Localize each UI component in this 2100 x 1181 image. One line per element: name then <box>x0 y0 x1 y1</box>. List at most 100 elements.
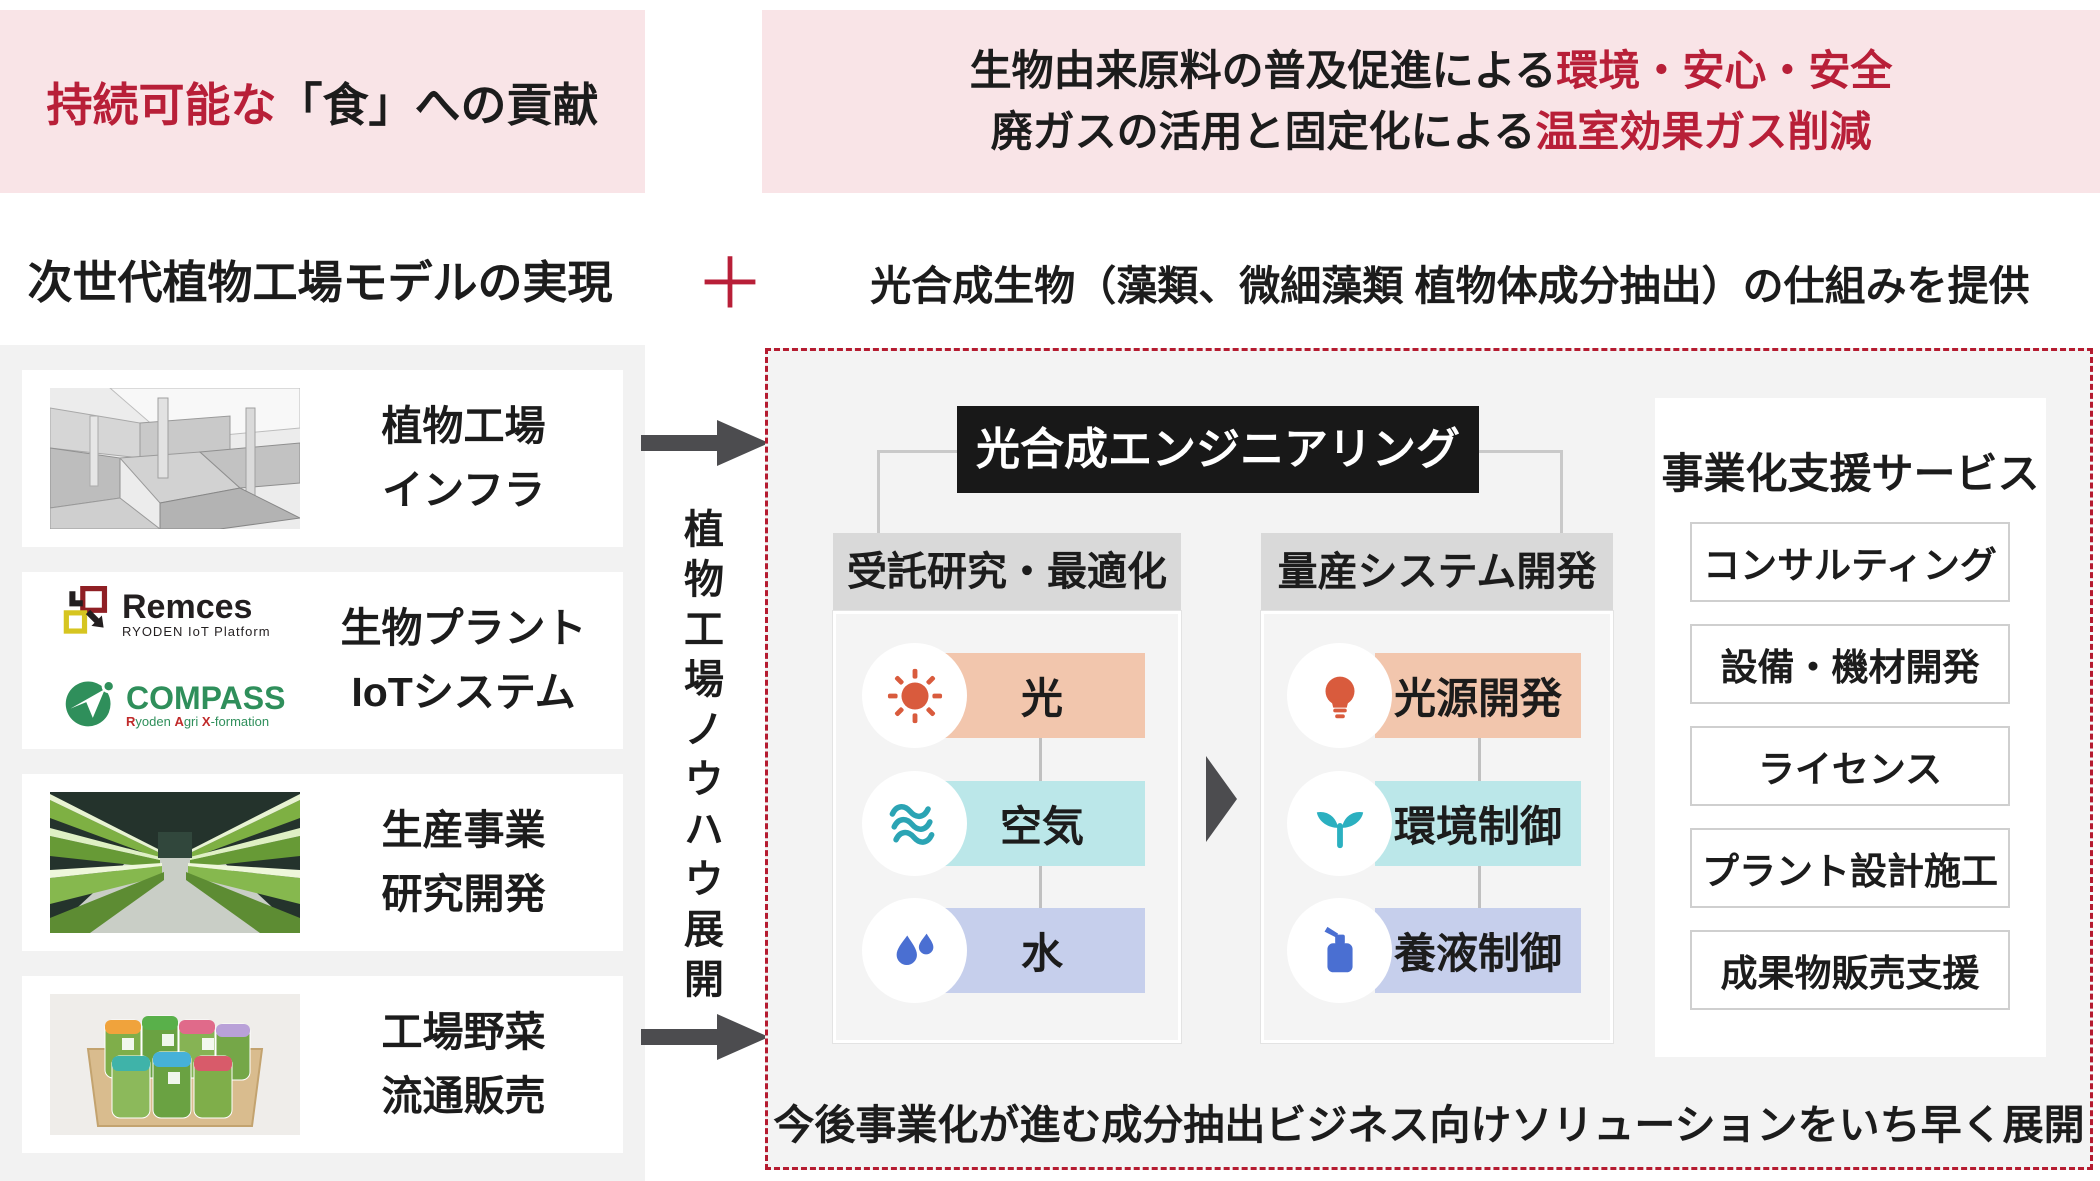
compass-logo: COMPASS Ryoden Agri X-formation <box>62 675 312 736</box>
banner-line1: 生物由来原料の普及促進による環境・安心・安全 <box>970 48 1893 94</box>
compass-wordmark: COMPASS <box>126 680 286 716</box>
environment-label: 環境制御 <box>1393 803 1562 850</box>
water-item-row: 水 <box>862 898 1152 1003</box>
compass-text: COMPASS Ryoden Agri X-formation <box>126 682 285 729</box>
mass-production-header: 量産システム開発 <box>1261 533 1613 611</box>
plant-factory-business-panel: 植物工場 インフラ Re <box>0 345 645 1181</box>
remces-text: Remces RYODEN IoT Platform <box>122 590 271 639</box>
remces-wordmark: Remces <box>122 588 253 626</box>
remces-subtitle: RYODEN IoT Platform <box>122 624 271 639</box>
nutrient-bottle-icon <box>1287 898 1392 1003</box>
iot-logos: Remces RYODEN IoT Platform COMPASS <box>62 586 312 736</box>
contract-research-body: 光 <box>833 611 1181 1043</box>
card-infrastructure-label: 植物工場 インフラ <box>312 370 615 547</box>
item-connector <box>1478 864 1481 912</box>
item-connector <box>1039 736 1042 784</box>
plant-factory-render-image <box>50 388 300 529</box>
card-infrastructure: 植物工場 インフラ <box>22 370 623 547</box>
light-bar: 光 <box>939 653 1145 738</box>
contract-research-header: 受託研究・最適化 <box>833 533 1181 611</box>
light-source-item-row: 光源開発 <box>1287 643 1587 748</box>
water-drops-icon <box>862 898 967 1003</box>
photosynthesis-scheme-title: 光合成生物（藻類、微細藻類 植物体成分抽出）の仕組みを提供 <box>870 263 2030 309</box>
bio-materials-banner: 生物由来原料の普及促進による環境・安心・安全 廃ガスの活用と固定化による温室効果… <box>762 10 2100 193</box>
light-source-bar: 光源開発 <box>1375 653 1581 738</box>
connector-left-horizontal <box>877 450 957 453</box>
banner-rest: 「食」への貢献 <box>276 78 599 131</box>
scope-footnote: 今後事業化が進む成分抽出ビジネス向けソリューションをいち早く展開 <box>773 1102 2085 1148</box>
banner-line1-black: 生物由来原料の普及促進による <box>969 47 1557 95</box>
light-bulb-icon <box>1287 643 1392 748</box>
nutrient-item-row: 養液制御 <box>1287 898 1587 1003</box>
banner-line2-red: 温室効果ガス削減 <box>1535 107 1872 155</box>
card2-line2: IoTシステム <box>351 668 576 715</box>
service-consulting: コンサルティング <box>1690 522 2010 602</box>
compass-sub-r: R <box>126 714 136 729</box>
compass-subtitle: Ryoden Agri X-formation <box>126 714 285 729</box>
environment-bar: 環境制御 <box>1375 781 1581 866</box>
compass-logo-mark-icon <box>62 675 118 736</box>
knowhow-vertical-label: 植物工場ノウハウ展開 <box>678 508 722 1008</box>
card-production-rnd-label: 生産事業 研究開発 <box>312 774 615 951</box>
nutrient-bar: 養液制御 <box>1375 908 1581 993</box>
water-bar: 水 <box>939 908 1145 993</box>
compass-sub-yoden: yoden <box>135 714 175 729</box>
card-production-rnd: 生産事業 研究開発 <box>22 774 623 951</box>
card-vegetable-sales: 工場野菜 流通販売 <box>22 976 623 1153</box>
air-item-row: 空気 <box>862 771 1152 876</box>
card3-line2: 研究開発 <box>381 870 546 917</box>
light-label: 光 <box>1020 675 1063 722</box>
light-item-row: 光 <box>862 643 1152 748</box>
sustainable-food-banner: 持続可能な「食」への貢献 <box>0 10 645 193</box>
service-product-sales: 成果物販売支援 <box>1690 930 2010 1010</box>
business-support-panel: 事業化支援サービス コンサルティング 設備・機材開発 ライセンス プラント設計施… <box>1655 398 2046 1057</box>
photosynthesis-scope-box: 光合成エンジニアリング 受託研究・最適化 光 <box>765 348 2093 1170</box>
banner-line1-red: 環境・安心・安全 <box>1556 47 1893 95</box>
knowhow-arrow-bottom-icon <box>641 1014 769 1065</box>
next-gen-plant-factory-title: 次世代植物工場モデルの実現 <box>27 257 613 308</box>
light-source-label: 光源開発 <box>1393 675 1562 722</box>
nutrient-label: 養液制御 <box>1393 930 1562 977</box>
compass-sub-formation: -formation <box>210 714 270 729</box>
card3-line1: 生産事業 <box>381 806 546 853</box>
item-connector <box>1478 736 1481 784</box>
card4-line1: 工場野菜 <box>381 1008 546 1055</box>
air-waves-icon <box>862 771 967 876</box>
flow-arrow-icon <box>1206 756 1237 842</box>
service-license: ライセンス <box>1690 726 2010 806</box>
banner-highlight: 持続可能な <box>46 78 277 131</box>
knowhow-arrow-top-icon <box>641 420 769 471</box>
sprout-icon <box>1287 771 1392 876</box>
banner-line2-black: 廃ガスの活用と固定化による <box>990 107 1536 155</box>
card-iot-system-label: 生物プラント IoTシステム <box>312 572 615 749</box>
item-connector <box>1039 864 1042 912</box>
connector-left-vertical <box>877 450 880 536</box>
packaged-vegetables-image <box>50 994 300 1135</box>
service-equipment-dev: 設備・機材開発 <box>1690 624 2010 704</box>
contract-research-column: 受託研究・最適化 光 <box>833 533 1181 1043</box>
water-label: 水 <box>1020 930 1063 977</box>
connector-right-horizontal <box>1479 450 1562 453</box>
sun-icon <box>862 643 967 748</box>
card-iot-system: Remces RYODEN IoT Platform COMPASS <box>22 572 623 749</box>
compass-sub-x: X <box>201 714 211 729</box>
remces-logo: Remces RYODEN IoT Platform <box>62 586 312 643</box>
mass-production-body: 光源開発 環境制御 <box>1261 611 1613 1043</box>
remces-logo-mark-icon <box>62 586 114 643</box>
card1-line1: 植物工場 <box>381 402 546 449</box>
environment-item-row: 環境制御 <box>1287 771 1587 876</box>
banner-line2: 廃ガスの活用と固定化による温室効果ガス削減 <box>990 107 1872 155</box>
photosynthesis-engineering-header: 光合成エンジニアリング <box>957 406 1479 493</box>
compass-sub-a: A <box>174 714 184 729</box>
card1-line2: インフラ <box>382 466 545 513</box>
vertical-farm-image <box>50 792 300 933</box>
connector-right-vertical <box>1560 450 1563 536</box>
plus-icon: ＋ <box>695 245 765 323</box>
service-plant-design: プラント設計施工 <box>1690 828 2010 908</box>
mass-production-column: 量産システム開発 光源開発 <box>1261 533 1613 1043</box>
card-vegetable-sales-label: 工場野菜 流通販売 <box>312 976 615 1153</box>
air-bar: 空気 <box>939 781 1145 866</box>
compass-sub-gri: gri <box>183 714 202 729</box>
card4-line2: 流通販売 <box>381 1072 546 1119</box>
